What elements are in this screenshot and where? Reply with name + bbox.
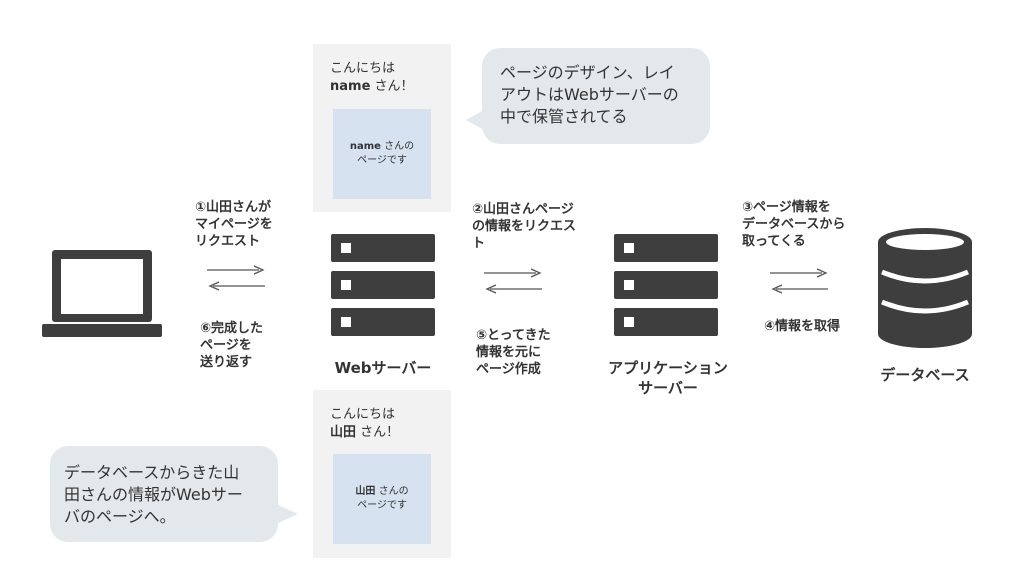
response-arrow-icon [485, 284, 542, 294]
page-content-box: 山田 さんの ページです [333, 454, 431, 544]
request-arrow-icon [207, 265, 265, 275]
app-server-label: アプリケーション サーバー [608, 359, 728, 397]
web-server-label: Webサーバー [334, 359, 432, 377]
database-icon [878, 228, 972, 348]
step-5-label: ⑤とってきた情報を元にページ作成 [476, 328, 551, 377]
laptop-icon [42, 250, 162, 337]
step-1-label: ①山田さんがマイページをリクエスト [195, 200, 273, 249]
bubble-tail [276, 504, 298, 524]
bubble-tail [466, 110, 484, 130]
step-6-label: ⑥完成したページを送り返す [200, 321, 264, 370]
step-3-label: ③ページ情報をデータベースから取ってくる [742, 200, 846, 249]
page-greeting: こんにちは 山田 さん！ [330, 407, 400, 440]
page-greeting: こんにちは name さん！ [330, 61, 414, 94]
response-arrow-icon [771, 284, 828, 294]
web-page-result-panel: こんにちは 山田 さん！ 山田 さんの ページです [313, 390, 451, 558]
app-server-icon [614, 234, 718, 336]
step-2-label: ②山田さんページの情報をリクエスト [472, 202, 577, 251]
request-arrow-icon [770, 268, 828, 278]
response-arrow-icon [208, 281, 265, 291]
design-note-bubble: ページのデザイン、レイ アウトはWebサーバーの 中で保管されてる [482, 48, 710, 144]
page-content-box: name さんの ページです [333, 109, 431, 199]
web-page-template-panel: こんにちは name さん！ name さんの ページです [313, 44, 451, 212]
database-label: データベース [880, 366, 970, 384]
data-flow-note-bubble: データベースからきた山 田さんの情報がWebサー バのページへ。 [50, 446, 278, 542]
request-arrow-icon [484, 268, 542, 278]
web-server-icon [331, 234, 435, 336]
step-4-label: ④情報を取得 [764, 319, 841, 334]
